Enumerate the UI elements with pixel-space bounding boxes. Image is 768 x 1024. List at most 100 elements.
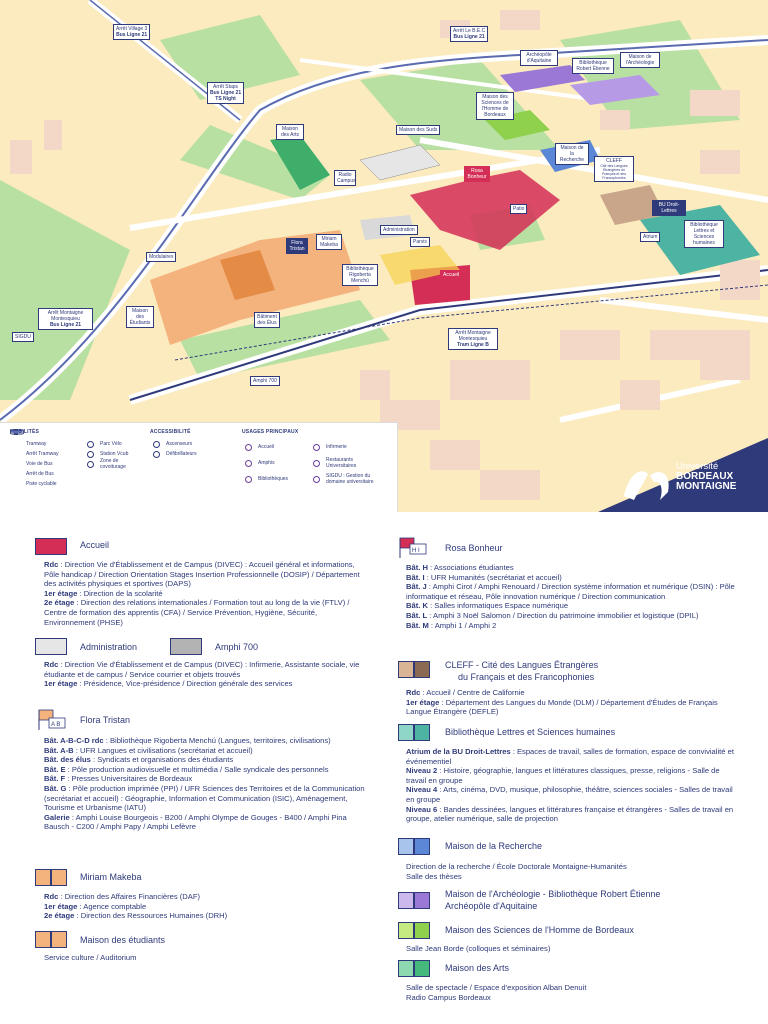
maison-sciences-title: Maison des Sciences de l'Homme de Bordea…	[445, 925, 634, 935]
label-archeopole: Archéopôle d'Aquitaine	[520, 50, 558, 66]
tram-stop-icon	[10, 429, 22, 458]
flora-flag-icon: A B	[38, 709, 66, 730]
label-maison-recherche: Maison de la Recherche	[555, 143, 589, 165]
bibli-lettres-details: Atrium de la BU Droit-Lettres : Espaces …	[406, 747, 734, 824]
label-maison-etudiants: Maison des Étudiants	[126, 306, 154, 328]
maison-sciences-details: Salle Jean Borde (colloques et séminaire…	[406, 944, 551, 953]
label-atrium: Atrium	[640, 232, 661, 242]
accueil-swatch	[35, 538, 67, 555]
legend-tramway: Tramway	[10, 430, 59, 449]
maison-recherche-details: Direction de la recherche / École Doctor…	[406, 862, 627, 881]
bike-park-icon	[84, 440, 96, 448]
maison-archeo-title: Maison de l'Archéologie - Bibliothèque R…	[445, 889, 661, 899]
flora-title: Flora Tristan	[80, 715, 131, 725]
miriam-title: Miriam Makeba	[80, 872, 142, 882]
amphi700-swatch	[170, 638, 202, 655]
sigdu-label: SIGDU	[12, 332, 34, 342]
miriam-swatch	[35, 869, 67, 886]
legend-mobilites: Mobilités Tramway Arrêt Tramway Voie de …	[10, 429, 59, 488]
label-bibli-lettres: Bibliothèque Lettres et Sciences humaine…	[684, 220, 724, 248]
legend-usages-2: Infirmerie Restaurants Universitaires SI…	[310, 439, 374, 487]
amphi-icon	[242, 459, 254, 467]
maison-sciences-swatch	[398, 922, 430, 939]
cleff-details: Rdc : Accueil / Centre de Californie 1er…	[406, 688, 718, 717]
legend-usages: Usages principaux Accueil Amphis Bibliot…	[242, 429, 298, 487]
legend-arret-tramway: Arrêt Tramway	[10, 429, 59, 459]
carpool-icon	[84, 460, 96, 468]
legend-defibrillateurs: Défibrillateurs	[150, 449, 197, 459]
sigdu-icon	[310, 475, 322, 483]
label-modulaires: Modulaires	[146, 252, 177, 262]
label-administration: Administration	[380, 225, 418, 235]
legend-bibliotheques: Bibliothèques	[242, 471, 298, 487]
map-legend: Mobilités Tramway Arrêt Tramway Voie de …	[0, 422, 398, 512]
miriam-details: Rdc : Direction des Affaires Financières…	[44, 892, 228, 921]
maison-recherche-title: Maison de la Recherche	[445, 841, 543, 851]
label-parvis: Parvis	[410, 237, 430, 247]
restaurant-icon	[310, 459, 322, 467]
legend-infirmerie: Infirmerie	[310, 439, 374, 455]
label-bibli-rigoberta: Bibliothèque Rigoberta Menchú	[342, 264, 378, 286]
legend-covoiturage: Zone de covoiturage	[84, 458, 132, 470]
maison-etudiants-swatch	[35, 931, 67, 948]
maison-recherche-swatch	[398, 838, 430, 855]
defibrillator-icon	[150, 450, 162, 458]
maison-arts-title: Maison des Arts	[445, 963, 510, 973]
rosa-flag-icon: H I	[399, 537, 427, 558]
administration-title: Administration	[80, 642, 138, 652]
svg-text:H I: H I	[412, 548, 420, 554]
flora-details: Bât. A-B-C-D rdc : Bibliothèque Rigobert…	[44, 736, 365, 832]
administration-details: Rdc : Direction Vie d'Établissement et d…	[44, 660, 360, 689]
logo-text: Université BORDEAUX MONTAIGNE	[676, 461, 737, 492]
legend-vcub: Station Vcub	[84, 449, 132, 459]
bibli-lettres-swatch	[398, 724, 430, 741]
cleff-title: CLEFF - Cité des Langues Étrangères	[445, 660, 599, 670]
legend-accueil: Accueil	[242, 439, 298, 455]
label-radio-campus: Radio Campus	[334, 170, 356, 186]
label-amphi700: Amphi 700	[250, 376, 280, 386]
maison-etudiants-details: Service culture / Auditorium	[44, 953, 137, 962]
legend-ascenseurs: Ascenseurs	[150, 439, 197, 449]
label-bibli-robert: Bibliothèque Robert Étienne	[572, 58, 614, 74]
maison-etudiants-title: Maison des étudiants	[80, 935, 166, 945]
rosa-title: Rosa Bonheur	[445, 543, 503, 553]
legend-accessibilite: Accessibilité Ascenseurs Défibrillateurs	[150, 429, 197, 459]
bus-lane-icon	[10, 430, 22, 468]
accueil-details: Rdc : Direction Vie d'Établissement et d…	[44, 560, 360, 627]
rosa-details: Bât. H : Associations étudiantes Bât. I …	[406, 563, 735, 630]
label-accueil: Accueil	[440, 270, 463, 280]
maison-archeo-title-b: Archéopôle d'Aquitaine	[445, 901, 538, 911]
elevator-icon	[150, 440, 162, 448]
legend-amphis: Amphis	[242, 455, 298, 471]
library-icon	[242, 475, 254, 483]
label-flora: Flora Tristan	[286, 238, 308, 254]
label-batiment-elus: Bâtiment des Élus	[254, 312, 280, 328]
amphi700-title: Amphi 700	[215, 642, 259, 652]
label-cleff: CLEFF Cité des Langues Étrangères du Fra…	[594, 156, 634, 182]
university-logo: Université BORDEAUX MONTAIGNE	[598, 418, 768, 512]
bike-lane-icon	[10, 429, 24, 488]
legend-arret-bus: Arrêt de Bus	[10, 429, 59, 479]
label-maison-sciences: Maison des Sciences de l'Homme de Bordea…	[476, 92, 514, 120]
label-patio: Patio	[510, 204, 528, 214]
info-icon	[242, 443, 254, 451]
vcub-icon	[84, 450, 96, 458]
legend-voie-bus: Voie de Bus	[10, 430, 59, 469]
label-rosa: Rosa Bonheur	[464, 166, 490, 182]
cleff-swatch	[398, 661, 430, 678]
label-maison-arts: Maison des Arts	[276, 124, 304, 140]
maison-archeo-swatch	[398, 892, 430, 909]
tramway-icon	[10, 430, 22, 448]
label-maison-suds: Maison des Suds	[396, 125, 441, 135]
label-miriam: Miriam Makeba	[316, 234, 342, 250]
label-bu: BU Droit-Lettres	[652, 200, 686, 216]
legend-restaurants: Restaurants Universitaires	[310, 455, 374, 471]
accueil-title: Accueil	[80, 540, 110, 550]
legend-sigdu: SIGDU : Gestion du domaine universitaire	[310, 471, 374, 487]
